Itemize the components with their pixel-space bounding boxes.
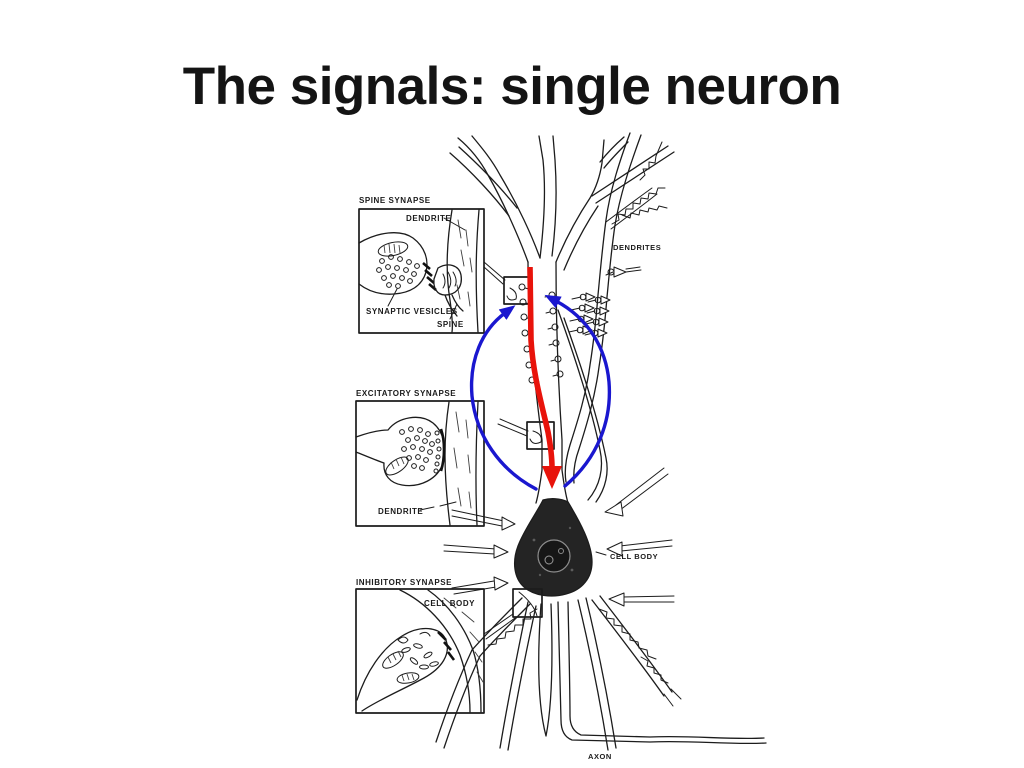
- dendrite-twig-bouton: [605, 266, 642, 278]
- inset2-frame: [355, 400, 485, 527]
- inset-inhibitory-synapse: INHIBITORY SYNAPSE: [355, 578, 485, 714]
- inset2-label-dendrite: DENDRITE: [378, 507, 423, 516]
- inset3-active-zone: [437, 631, 456, 661]
- feathery-dendrite-top: [605, 141, 668, 230]
- inset1-vesicles-leader: [387, 288, 398, 307]
- inset3-heading: INHIBITORY SYNAPSE: [356, 578, 452, 587]
- soma-boutons: [443, 467, 675, 607]
- inset2-dendrite-band: [444, 401, 479, 526]
- inset1-label-dendrite: DENDRITE: [406, 214, 451, 223]
- inset1-spine-leader: [449, 303, 458, 320]
- inset-excitatory-synapse: EXCITATORY SYNAPSE: [355, 389, 485, 527]
- inset3-frame: [355, 588, 485, 714]
- nucleus: [537, 539, 571, 573]
- inset3-label-cell-body: CELL BODY: [424, 599, 475, 608]
- right-dendrite: [557, 132, 642, 503]
- label-axon: AXON: [588, 752, 612, 761]
- soma: [513, 498, 593, 597]
- inset-spine-synapse: SPINE SYNAPSE: [358, 196, 485, 334]
- zoom-square-inhibitory: [512, 588, 543, 618]
- inset2-dendrite-leader: [419, 501, 457, 511]
- apical-dendrite-branches: [449, 135, 675, 271]
- axon: [557, 601, 767, 745]
- cell-body-leader: [595, 551, 607, 556]
- inset1-label-spine: SPINE: [437, 320, 464, 329]
- label-cell-body: CELL BODY: [610, 552, 658, 561]
- inset1-frame: [358, 208, 485, 334]
- neuron-drawing: DENDRITES CELL BODY AXON: [435, 132, 767, 761]
- inset1-dendrite-leader: [443, 217, 466, 231]
- inset1-label-vesicles: SYNAPTIC VESICLES: [366, 307, 458, 316]
- inset1-heading: SPINE SYNAPSE: [359, 196, 431, 205]
- inset2-vesicles: [399, 426, 435, 471]
- inset-leaders: [483, 261, 529, 640]
- basal-dendrites: [435, 595, 682, 751]
- blue-loop-arrow-right: [544, 294, 612, 488]
- blue-loop-arrow-left: [469, 305, 538, 491]
- red-signal-arrow: [527, 266, 562, 489]
- label-dendrites: DENDRITES: [613, 243, 661, 252]
- inset2-docked-vesicles: [433, 430, 442, 474]
- inset2-presynaptic-bulb: [355, 416, 446, 487]
- inset1-vesicles: [376, 254, 420, 289]
- inset3-presynaptic-bulb: [356, 627, 456, 712]
- inset3-cell-body-region: [399, 589, 484, 713]
- inset1-dendrite-band: [446, 209, 480, 333]
- inset2-heading: EXCITATORY SYNAPSE: [356, 389, 456, 398]
- inset3-flattened-vesicles: [397, 631, 439, 670]
- slide-title: The signals: single neuron: [182, 57, 842, 116]
- zoom-square-spine: [503, 276, 531, 305]
- inset1-presynaptic-bulb: [358, 232, 437, 295]
